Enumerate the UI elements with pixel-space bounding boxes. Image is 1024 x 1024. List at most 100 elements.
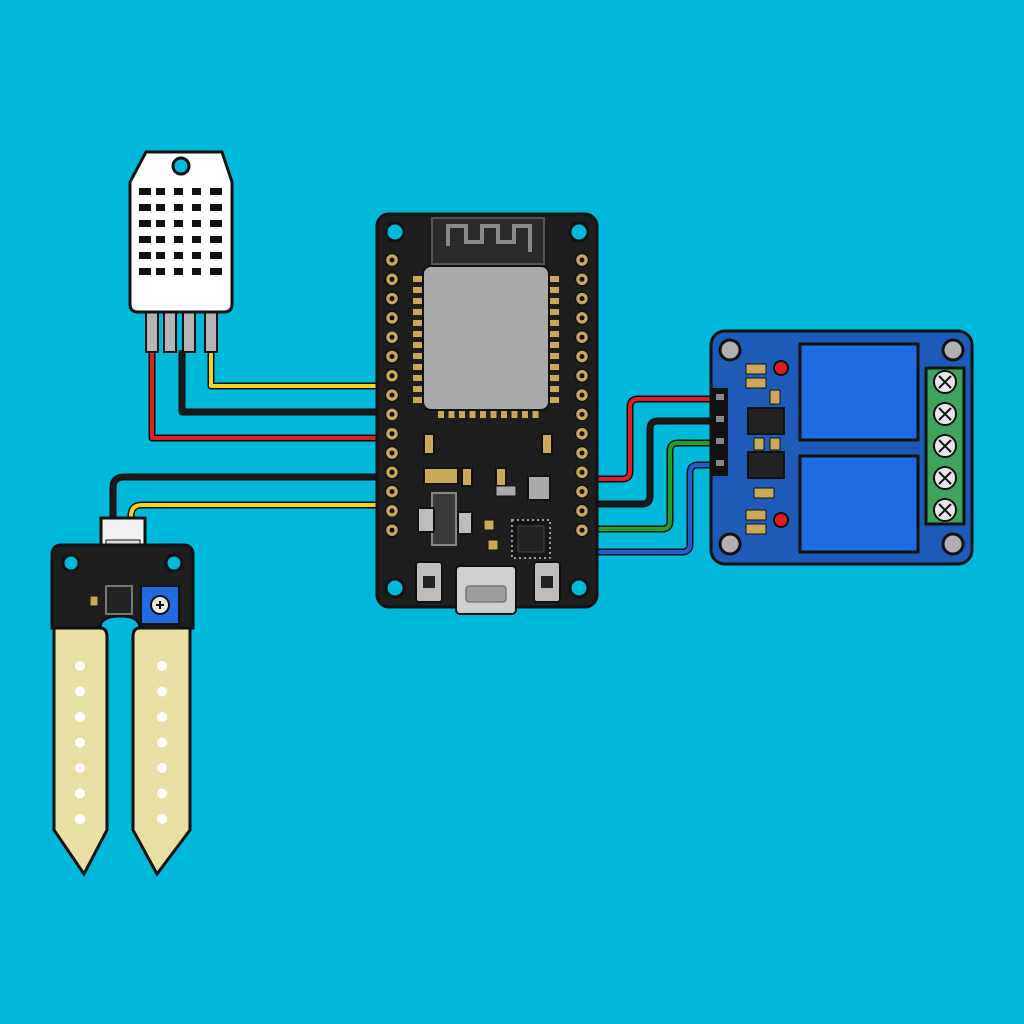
vent-slot	[192, 268, 201, 275]
relay-module	[709, 329, 974, 566]
header-pin-hole	[389, 334, 395, 340]
vent-slot	[156, 268, 165, 275]
header-pin-hole	[579, 527, 585, 533]
vent-slot	[156, 252, 165, 259]
module-pad	[413, 298, 425, 304]
module-pad	[547, 276, 559, 282]
vent-slot	[192, 188, 201, 195]
module-pad	[413, 309, 425, 315]
header-pin-hole	[389, 489, 395, 495]
vent-slot	[139, 268, 151, 275]
module-pad	[413, 342, 425, 348]
screw-slot	[938, 503, 952, 517]
wifi-antenna-trace	[431, 217, 545, 265]
vent-slot	[210, 220, 222, 227]
header-pin-hole	[579, 334, 585, 340]
module-pad	[413, 276, 425, 282]
probe-contact	[157, 788, 167, 799]
probe-contact	[75, 737, 85, 748]
header-pin-hole	[389, 315, 395, 321]
module-pad	[547, 309, 559, 315]
vent-slot	[192, 204, 201, 211]
header-pin-hole	[579, 392, 585, 398]
soil-probe-right	[131, 626, 192, 877]
vent-slot	[156, 204, 165, 211]
boot-button[interactable]	[415, 561, 443, 603]
relay-channel-1	[798, 342, 920, 442]
probe-contact	[157, 661, 167, 671]
wire-soil-signal	[127, 501, 384, 520]
header-pin-hole	[389, 469, 395, 475]
soil-moisture-sensor	[50, 516, 195, 877]
soil-probe-left	[52, 626, 109, 877]
probe-contact	[75, 763, 85, 773]
module-pad	[511, 406, 518, 418]
vent-slot	[174, 188, 183, 195]
module-pad	[547, 364, 559, 370]
header-pin-hole	[579, 489, 585, 495]
vent-slot	[139, 188, 151, 195]
header-pin-hole	[579, 296, 585, 302]
vent-slot	[174, 268, 183, 275]
header-pin-hole	[579, 373, 585, 379]
screw-slot	[938, 471, 952, 485]
vent-slot	[210, 236, 222, 243]
vent-slot	[192, 220, 201, 227]
module-pad	[547, 342, 559, 348]
vent-slot	[139, 220, 151, 227]
header-pin-hole	[389, 354, 395, 359]
esp32-header-pins	[384, 252, 590, 538]
header-pin-hole	[579, 411, 585, 417]
probe-contact	[157, 686, 167, 697]
vent-slot	[174, 236, 183, 243]
probe-contact	[157, 763, 167, 773]
vent-slot	[210, 188, 222, 195]
module-pad	[501, 406, 507, 418]
module-pad	[547, 386, 559, 392]
esp32-module-pads	[413, 276, 559, 418]
wire-relay-vcc	[596, 395, 716, 483]
module-pad	[547, 287, 559, 293]
probe-contact	[75, 814, 85, 824]
header-pin-hole	[579, 354, 585, 359]
module-pad	[413, 397, 425, 403]
header-pin-hole	[389, 411, 395, 417]
module-pad	[522, 406, 528, 418]
dht22-mounting-hole	[171, 156, 191, 176]
module-pad	[413, 320, 425, 326]
header-pin-hole	[389, 296, 395, 302]
module-pad	[413, 353, 425, 359]
header-pin-hole	[579, 315, 585, 321]
header-pin-hole	[389, 450, 395, 456]
relay-status-leds	[773, 360, 789, 528]
relay-channel-2	[798, 454, 920, 554]
probe-contact	[75, 712, 85, 722]
screw-slot	[938, 439, 952, 453]
header-pin-hole	[579, 276, 585, 282]
vent-slot	[210, 204, 222, 211]
header-pin-hole	[389, 276, 395, 282]
reset-button[interactable]	[533, 561, 561, 603]
vent-slot	[139, 204, 151, 211]
module-pad	[413, 364, 425, 370]
vent-slot	[210, 268, 222, 275]
dht22-pins	[145, 307, 218, 353]
wire-relay-in1	[596, 439, 716, 533]
module-pad	[547, 320, 559, 326]
relay-driver-components	[745, 363, 785, 535]
esp32-dev-board	[375, 212, 599, 615]
probe-contact	[157, 712, 167, 722]
module-pad	[413, 331, 425, 337]
header-pin-hole	[389, 527, 395, 533]
vent-slot	[156, 188, 165, 195]
screw-slot	[938, 407, 952, 421]
micro-usb-port[interactable]	[455, 565, 517, 615]
module-pad	[480, 406, 486, 418]
soil-comparator-chip	[89, 585, 133, 615]
vent-slot	[174, 204, 183, 211]
probe-contact	[157, 814, 167, 824]
soil-potentiometer[interactable]	[140, 585, 180, 625]
wire-dht-gnd	[178, 350, 384, 416]
probe-contact	[75, 788, 85, 799]
